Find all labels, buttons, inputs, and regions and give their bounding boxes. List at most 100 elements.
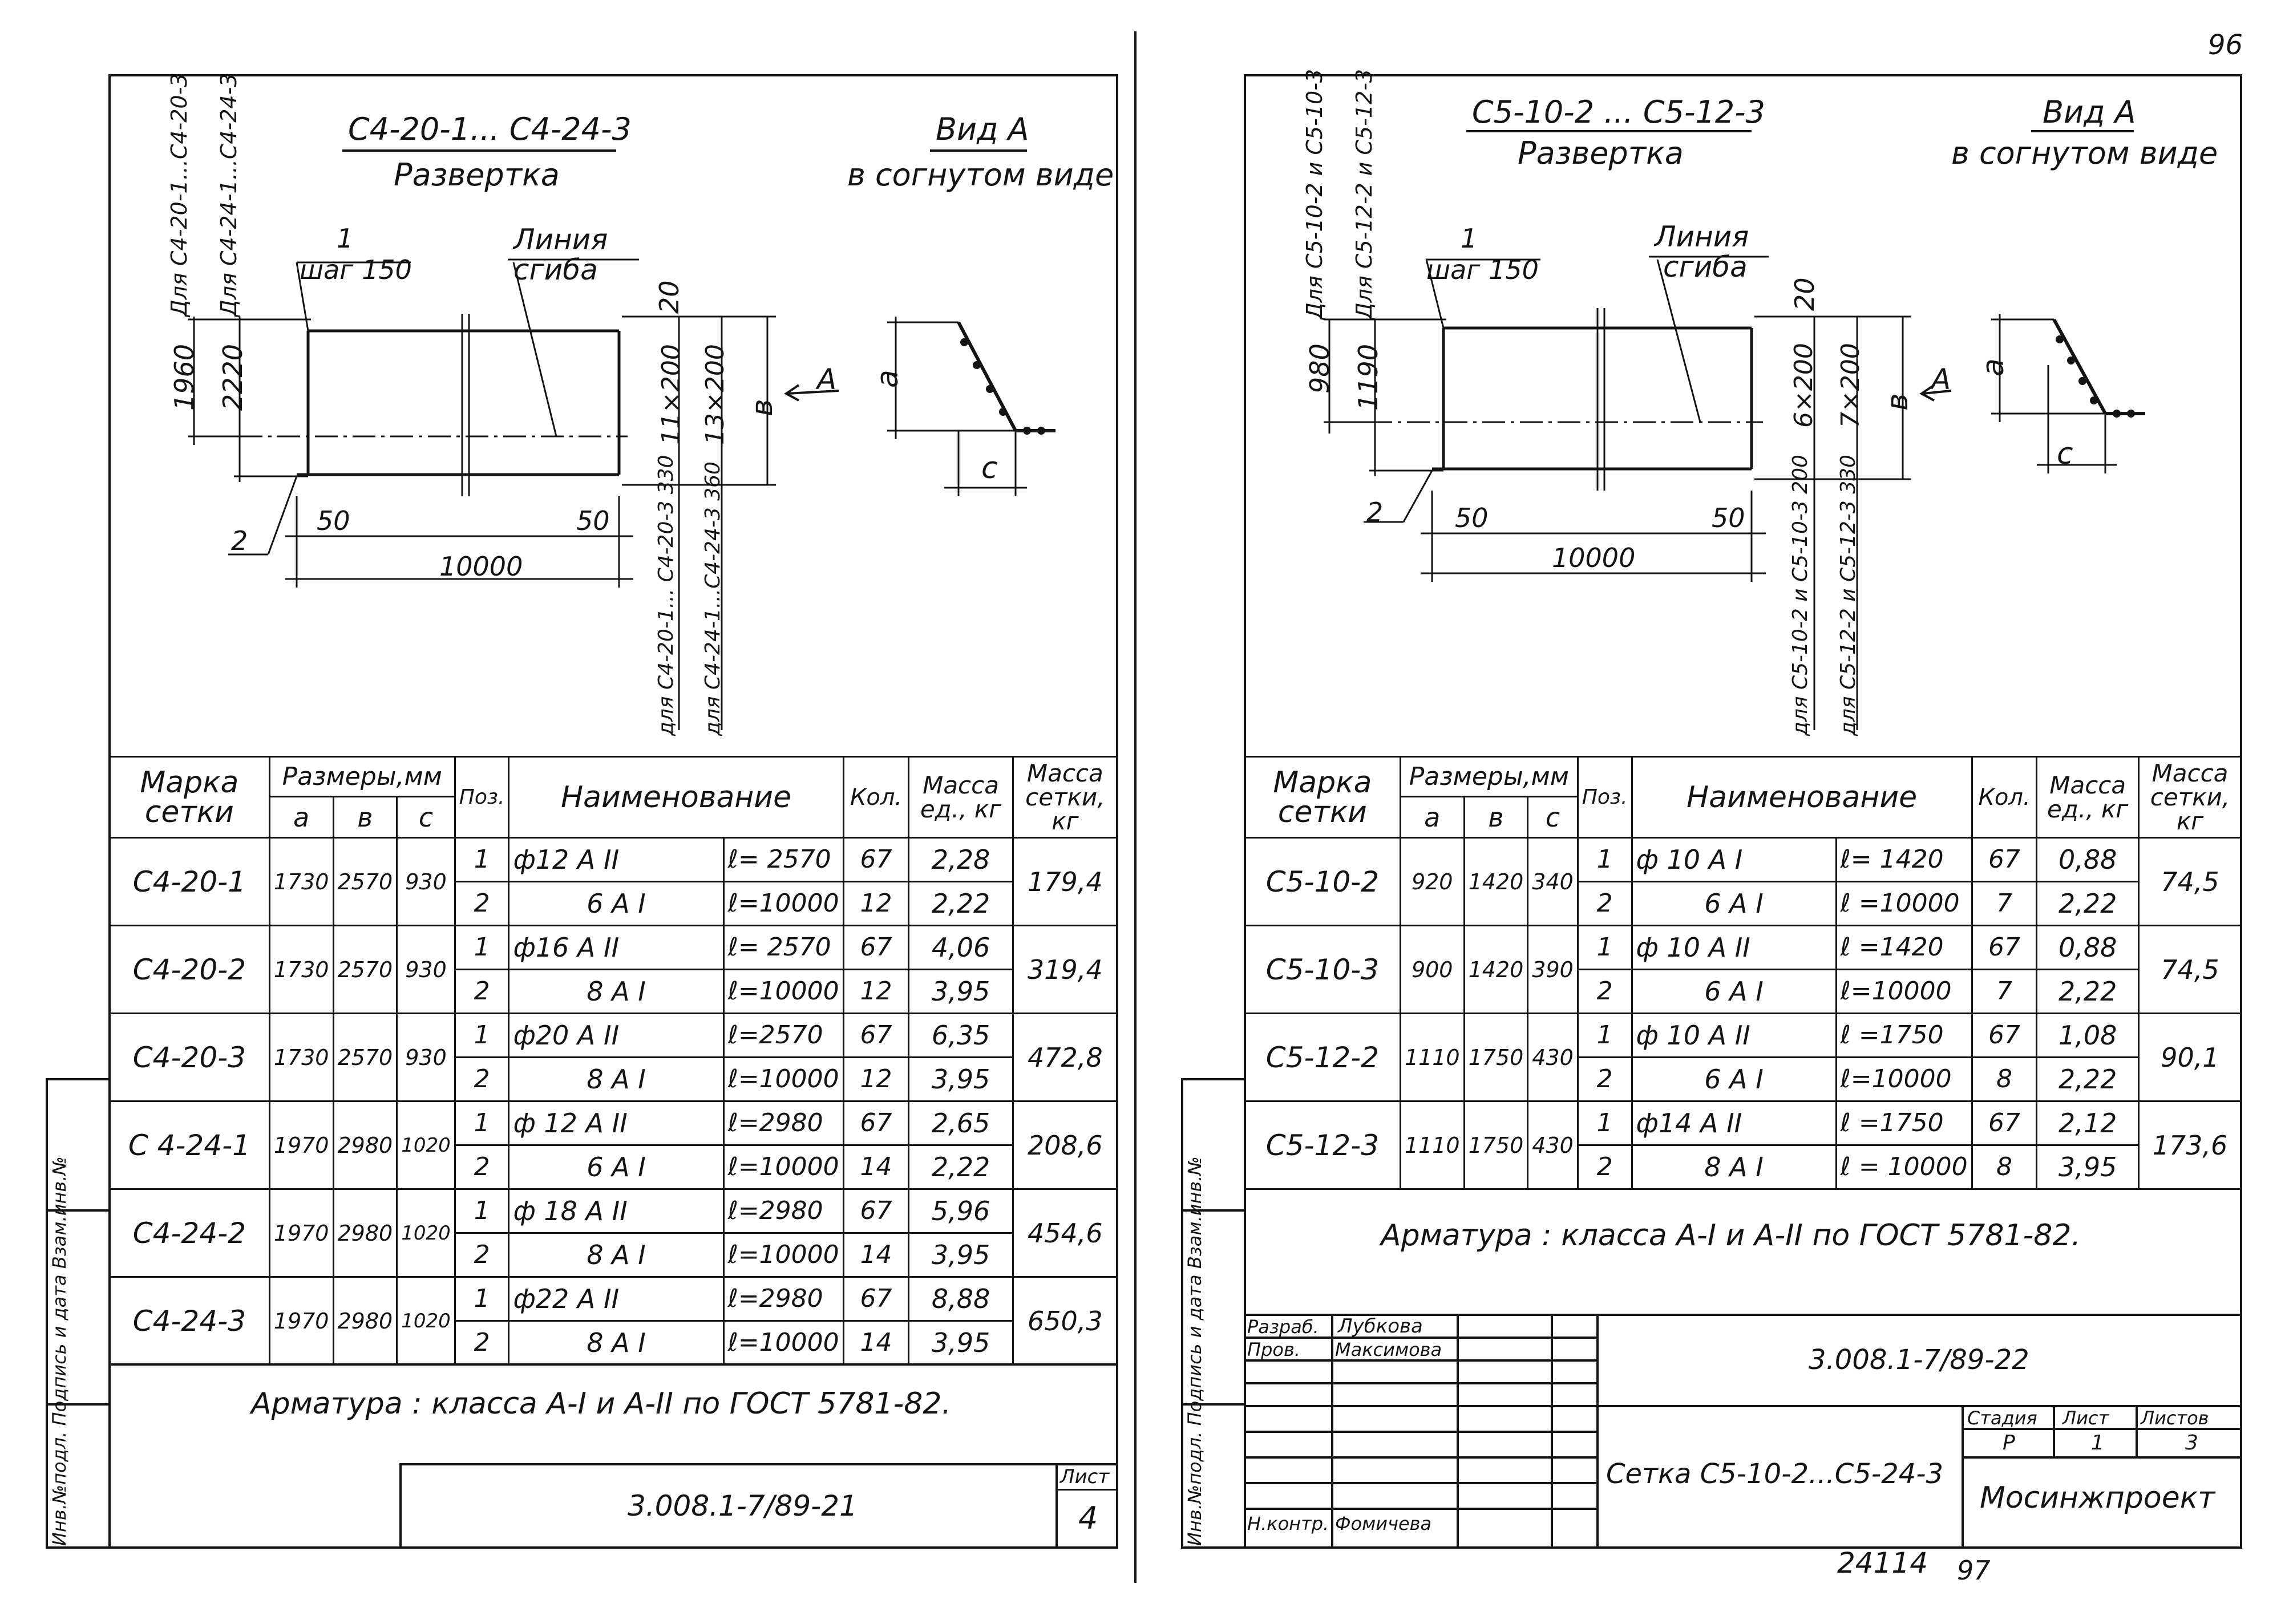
left-title-sub: Развертка	[394, 157, 560, 193]
qty: 7	[1971, 969, 2038, 1014]
dim-c: 430	[1527, 1100, 1579, 1190]
stamp-sheets-label: Листов	[2141, 1407, 2209, 1429]
qty: 14	[842, 1232, 910, 1278]
stamp-doc-code: 3.008.1-7/89-22	[1809, 1344, 2029, 1376]
dim-a: 1730	[268, 837, 334, 926]
mesh-mass: 74,5	[2137, 925, 2243, 1014]
left-view-title: Вид А	[936, 111, 1029, 147]
header-b: в	[332, 796, 398, 839]
dim-a: 1110	[1399, 1013, 1465, 1102]
bar-length: ℓ=10000	[722, 1232, 844, 1278]
bar-length: ℓ=2980	[722, 1188, 844, 1234]
bar-name: 6 А I	[508, 1144, 725, 1190]
dim-a: 1970	[268, 1276, 334, 1366]
left-sheet-num: 4	[1078, 1500, 1098, 1536]
page-divider	[1134, 31, 1137, 1583]
right-label-step: шаг 150	[1426, 254, 1539, 285]
header-c: с	[1527, 796, 1579, 839]
header-mesh-mass: Масса сетки, кг	[1012, 756, 1119, 839]
left-note: Арматура : класса А-I и А-II по ГОСТ 578…	[251, 1387, 951, 1421]
right-title-sub: Развертка	[1518, 135, 1684, 171]
mesh-mark: С4-20-3	[108, 1013, 270, 1102]
mesh-mass: 319,4	[1012, 925, 1119, 1014]
bar-length: ℓ=10000	[722, 881, 844, 926]
stamp-org: Мосинжпроект	[1980, 1481, 2215, 1515]
bar-length: ℓ=10000	[722, 1144, 844, 1190]
bar-name: ф22 А II	[508, 1276, 725, 1322]
header-unit-mass: Масса ед., кг	[2036, 756, 2140, 839]
bar-length: ℓ= 1420	[1835, 837, 1973, 882]
unit-mass: 2,12	[2036, 1100, 2140, 1146]
pos: 2	[454, 1144, 510, 1190]
header-mark: Марка сетки	[1244, 756, 1401, 839]
header-pos: Поз.	[1576, 756, 1633, 839]
qty: 67	[842, 1013, 910, 1058]
header-c: с	[396, 796, 456, 839]
left-dim-50b: 50	[576, 505, 610, 536]
dim-b: 2570	[332, 1013, 398, 1102]
qty: 8	[1971, 1056, 2038, 1102]
pos: 1	[454, 1276, 510, 1322]
pos: 1	[454, 1013, 510, 1058]
right-side-stamp-divider	[1181, 1403, 1246, 1406]
stamp-ctrl-label: Н.контр.	[1247, 1513, 1329, 1534]
qty: 67	[1971, 1013, 2038, 1058]
pos: 2	[1576, 1144, 1633, 1190]
unit-mass: 8,88	[908, 1276, 1014, 1322]
dim-a: 1970	[268, 1188, 334, 1278]
left-arrow-a: А	[817, 363, 837, 396]
pos: 2	[1576, 1056, 1633, 1102]
right-side-stamp-frame	[1181, 1078, 1246, 1549]
bar-length: ℓ=10000	[722, 969, 844, 1014]
bar-name: 6 А I	[1631, 969, 1837, 1014]
dim-a: 1730	[268, 925, 334, 1014]
mesh-mass: 90,1	[2137, 1013, 2243, 1102]
stamp-chk-name: Максимова	[1335, 1339, 1442, 1360]
pos: 2	[454, 1320, 510, 1366]
mesh-mark: С5-12-2	[1244, 1013, 1401, 1102]
stamp-sheets: 3	[2185, 1431, 2198, 1455]
dim-a: 900	[1399, 925, 1465, 1014]
pos: 2	[1576, 881, 1633, 926]
bar-name: 6 А I	[508, 881, 725, 926]
dim-c: 390	[1527, 925, 1579, 1014]
left-view-sub: в согнутом виде	[847, 157, 1114, 193]
unit-mass: 2,65	[908, 1100, 1014, 1146]
header-name: Наименование	[508, 756, 844, 839]
header-a: а	[1399, 796, 1465, 839]
header-pos: Поз.	[454, 756, 510, 839]
bar-length: ℓ =1420	[1835, 925, 1973, 970]
left-side-stamp-divider	[46, 1209, 111, 1212]
pos: 2	[1576, 969, 1633, 1014]
right-label-line1: Линия	[1655, 220, 1749, 253]
right-spec-table: Марка сетки Размеры,мм Поз. Наименование…	[1244, 756, 2243, 1190]
bar-name: 6 А I	[1631, 1056, 1837, 1102]
pos: 2	[454, 1056, 510, 1102]
left-view-underline	[930, 149, 1027, 152]
bar-name: ф14 А II	[1631, 1100, 1837, 1146]
right-note: Арматура : класса А-I и А-II по ГОСТ 578…	[1381, 1218, 2081, 1253]
bar-name: ф20 А II	[508, 1013, 725, 1058]
header-unit-mass: Масса ед., кг	[908, 756, 1014, 839]
header-dims: Размеры,мм	[1399, 756, 1579, 797]
pos: 2	[454, 1232, 510, 1278]
bar-length: ℓ = 10000	[1835, 1144, 1973, 1190]
bar-name: 8 А I	[508, 969, 725, 1014]
bar-length: ℓ =1750	[1835, 1013, 1973, 1058]
pos: 1	[1576, 1013, 1633, 1058]
mesh-mark: С4-24-2	[108, 1188, 270, 1278]
left-spec-table: Марка сетки Размеры,мм Поз. Наименование…	[108, 756, 1119, 1366]
qty: 67	[1971, 837, 2038, 882]
left-sheet-label: Лист	[1060, 1465, 1110, 1488]
right-dim-10000: 10000	[1552, 542, 1636, 573]
stamp-title: Сетка С5-10-2...С5-24-3	[1606, 1458, 1944, 1490]
unit-mass: 1,08	[2036, 1013, 2140, 1058]
left-label-step: шаг 150	[300, 254, 412, 285]
right-side-stamp-divider	[1181, 1209, 1246, 1212]
dim-b: 2570	[332, 837, 398, 926]
mesh-mark: С5-10-3	[1244, 925, 1401, 1014]
bar-name: ф12 А II	[508, 837, 725, 882]
right-dim-50b: 50	[1712, 503, 1745, 533]
